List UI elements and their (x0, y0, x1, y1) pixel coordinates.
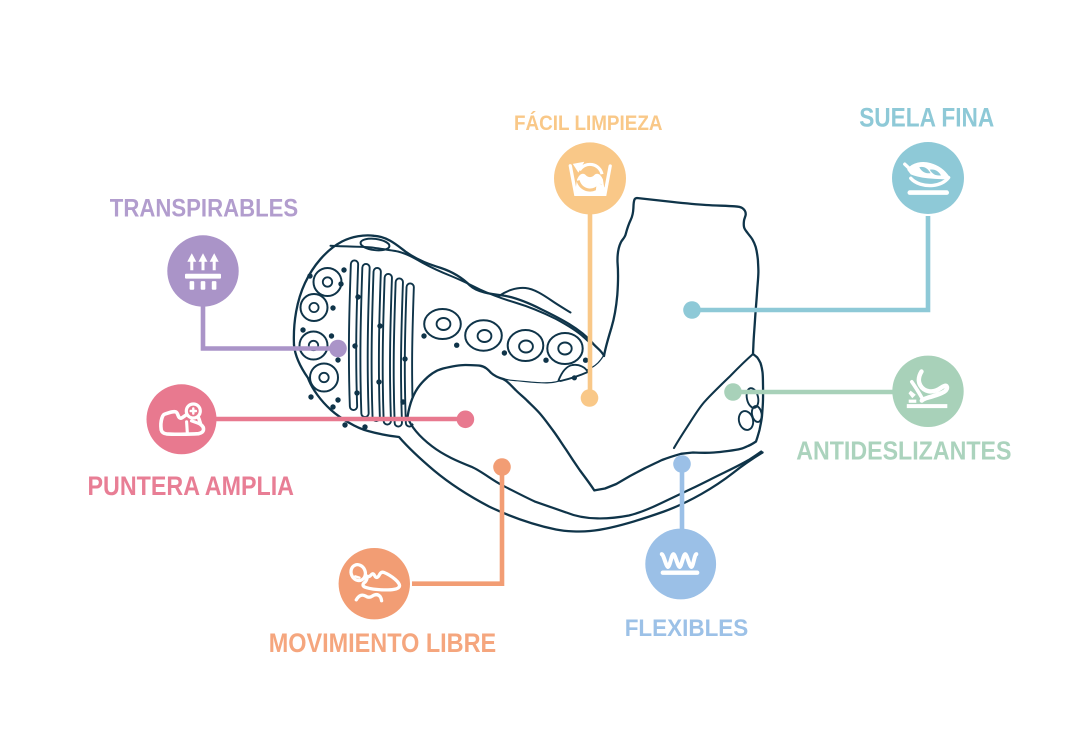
svg-text:FLEXIBLES: FLEXIBLES (625, 615, 749, 642)
svg-text:PUNTERA AMPLIA: PUNTERA AMPLIA (88, 471, 295, 501)
svg-text:FÁCIL LIMPIEZA: FÁCIL LIMPIEZA (514, 112, 663, 135)
svg-text:TRANSPIRABLES: TRANSPIRABLES (110, 195, 298, 223)
svg-text:SUELA FINA: SUELA FINA (859, 103, 994, 133)
svg-text:MOVIMIENTO LIBRE: MOVIMIENTO LIBRE (269, 628, 497, 658)
svg-text:ANTIDESLIZANTES: ANTIDESLIZANTES (796, 438, 1011, 466)
